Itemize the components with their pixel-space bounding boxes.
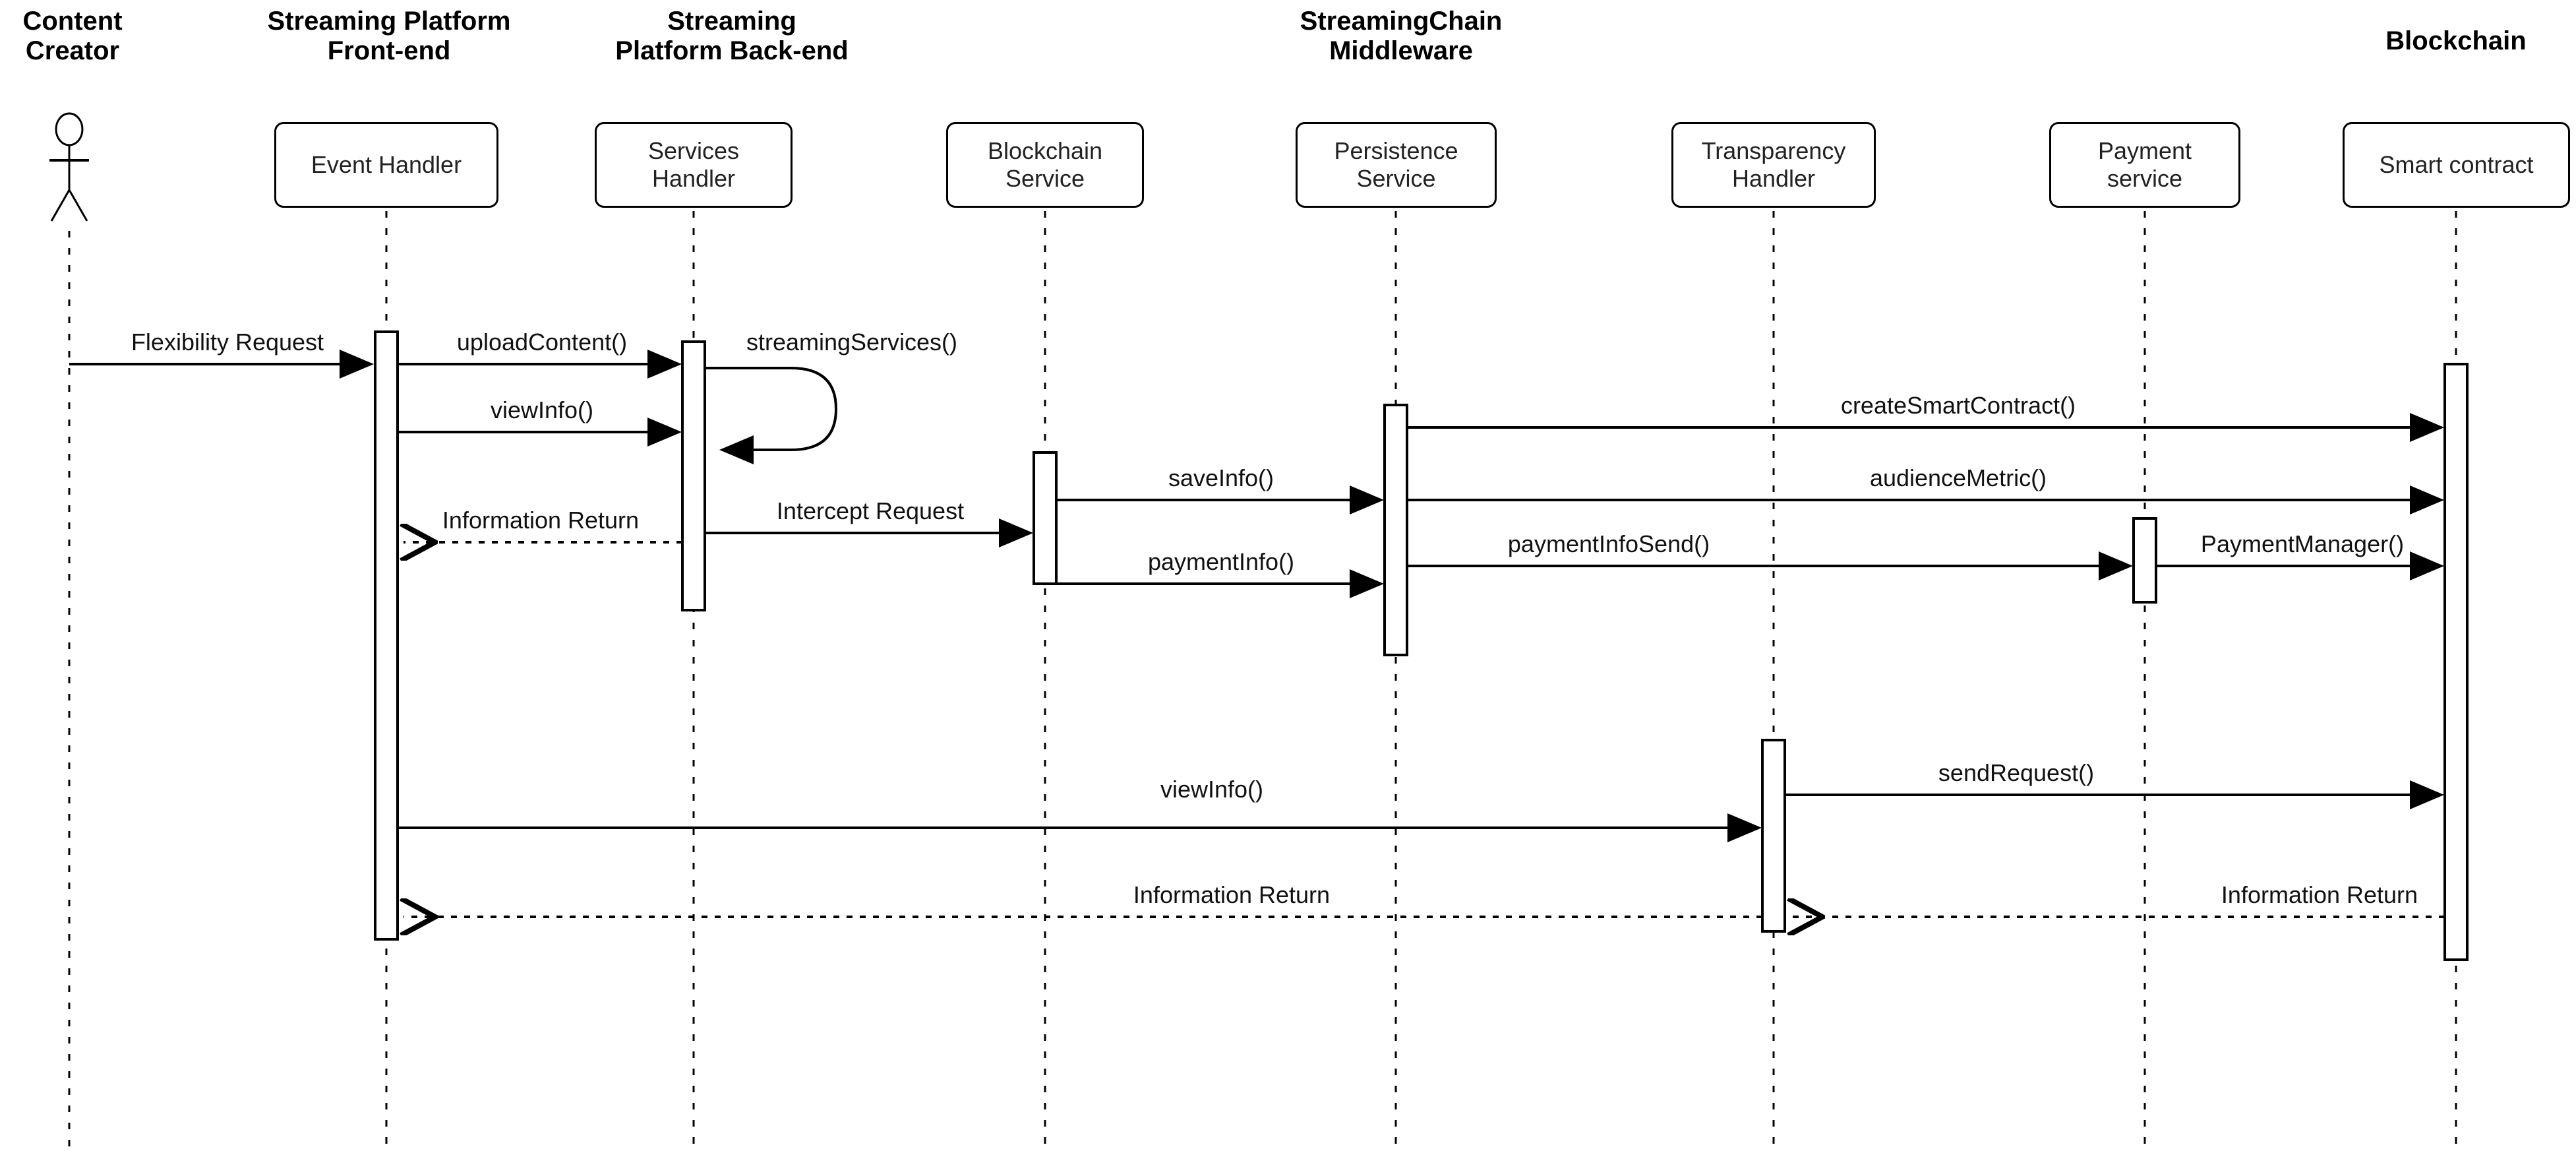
- activation-smart-contract: [2443, 363, 2469, 961]
- message-arrows: [69, 350, 2444, 842]
- actor-stick-figure: [49, 112, 89, 222]
- message-label-view-info-frontend: viewInfo(): [490, 396, 594, 423]
- message-label-payment-info-send: paymentInfoSend(): [1507, 530, 1710, 557]
- arrow-streaming-services-self: [705, 367, 838, 464]
- group-title-blockchain: Blockchain: [2385, 26, 2527, 55]
- activation-bars: [374, 330, 2469, 961]
- lifeline-box-smart-contract[interactable]: Smart contract: [2343, 122, 2570, 208]
- message-label-payment-manager: PaymentManager(): [2200, 530, 2405, 557]
- lifeline-box-services-handler[interactable]: Services Handler: [595, 122, 793, 208]
- activation-payment-service: [2132, 517, 2157, 604]
- activation-transparency-handler: [1761, 739, 1786, 933]
- lifeline-box-transparency-handler[interactable]: Transparency Handler: [1671, 122, 1876, 208]
- activation-event-handler: [374, 330, 399, 941]
- message-label-send-request: sendRequest(): [1938, 759, 2095, 786]
- message-label-flexibility-request: Flexibility Request: [131, 328, 324, 356]
- lifeline-box-persistence-service[interactable]: Persistence Service: [1296, 122, 1497, 208]
- message-label-view-info-transparency: viewInfo(): [1160, 776, 1264, 803]
- message-label-streaming-services: streamingServices(): [746, 328, 958, 356]
- lifelines: [68, 211, 2457, 1148]
- message-label-upload-content: uploadContent(): [456, 328, 628, 356]
- activation-services-handler: [681, 340, 706, 611]
- group-title-content-creator: Content Creator: [22, 7, 123, 65]
- group-title-sp-frontend: Streaming Platform Front-end: [267, 7, 511, 65]
- message-label-payment-info: paymentInfo(): [1147, 548, 1295, 575]
- message-label-intercept-request: Intercept Request: [776, 497, 965, 524]
- lifeline-box-event-handler[interactable]: Event Handler: [274, 122, 498, 208]
- lifeline-box-payment-service[interactable]: Payment service: [2049, 122, 2240, 208]
- activation-blockchain-service: [1033, 451, 1058, 585]
- message-label-create-smart-contract: createSmartContract(): [1840, 392, 2076, 419]
- return-arrows: [404, 542, 2445, 917]
- group-title-sp-backend: Streaming Platform Back-end: [615, 7, 849, 65]
- lifeline-box-blockchain-service[interactable]: Blockchain Service: [946, 122, 1144, 208]
- message-label-information-return-frontend: Information Return: [442, 507, 640, 534]
- message-label-audience-metric: audienceMetric(): [1869, 464, 2047, 491]
- activation-persistence-service: [1383, 404, 1408, 656]
- group-title-streamingchain: StreamingChain Middleware: [1300, 7, 1503, 65]
- message-label-information-return-blockchain: Information Return: [2221, 881, 2418, 908]
- message-label-information-return-middleware: Information Return: [1133, 881, 1331, 908]
- message-label-save-info: saveInfo(): [1168, 464, 1274, 491]
